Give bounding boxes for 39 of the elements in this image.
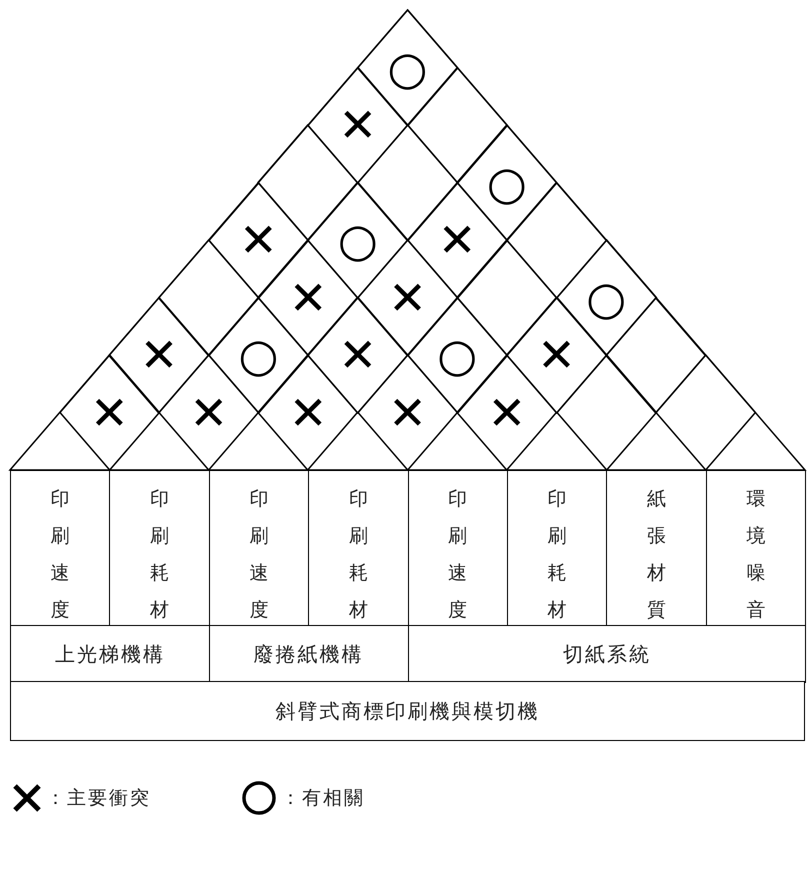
requirement-text: 環境噪音 bbox=[746, 488, 766, 624]
correlation-mark: ✕ bbox=[388, 390, 427, 436]
correlation-mark: ○ bbox=[437, 332, 478, 378]
cell-text: 切紙系統 bbox=[562, 642, 651, 668]
correlation-mark: ○ bbox=[586, 274, 626, 320]
title-cell bbox=[10, 681, 805, 741]
correlation-mark: ✕ bbox=[438, 217, 476, 263]
correlation-mark: ✕ bbox=[90, 390, 129, 436]
requirement-text: 印刷速度 bbox=[249, 488, 268, 624]
group-cell bbox=[10, 625, 210, 683]
correlation-mark: ✕ bbox=[537, 332, 576, 378]
correlation-mark: ✕ bbox=[189, 390, 228, 436]
correlation-mark: ✕ bbox=[288, 390, 328, 436]
correlation-mark: ✕ bbox=[288, 274, 328, 320]
legend-text: ：主要衝突 bbox=[46, 787, 151, 811]
cell-text: 斜臂式商標印刷機與模切機 bbox=[276, 700, 540, 724]
roof-cell bbox=[656, 355, 756, 470]
correlation-mark: ○ bbox=[486, 160, 527, 206]
requirement-text: 印刷速度 bbox=[448, 488, 468, 624]
correlation-mark: ○ bbox=[338, 217, 378, 263]
legend-text: ：有相關 bbox=[281, 787, 365, 811]
correlation-mark: ✕ bbox=[338, 332, 378, 378]
requirement-text: 紙張材質 bbox=[646, 488, 666, 624]
correlation-mark: ✕ bbox=[239, 217, 278, 263]
group-cell bbox=[408, 625, 806, 683]
correlation-mark: ✕ bbox=[140, 332, 178, 378]
correlation-mark: ✕ bbox=[388, 274, 427, 320]
requirement-text: 印刷耗材 bbox=[348, 488, 368, 624]
requirement-text: 印刷耗材 bbox=[548, 488, 567, 624]
correlation-mark: ○ bbox=[238, 332, 278, 378]
cell-text: 廢捲紙機構 bbox=[254, 642, 364, 668]
requirement-text: 印刷速度 bbox=[50, 488, 70, 624]
requirement-cell bbox=[706, 470, 806, 627]
correlation-mark: ✕ bbox=[488, 390, 526, 436]
requirement-text: 印刷耗材 bbox=[150, 488, 170, 624]
cell-text: 上光梯機構 bbox=[54, 642, 165, 668]
correlation-mark: ○ bbox=[387, 44, 428, 90]
requirement-cell bbox=[10, 470, 110, 627]
correlation-mark: ✕ bbox=[338, 102, 378, 148]
